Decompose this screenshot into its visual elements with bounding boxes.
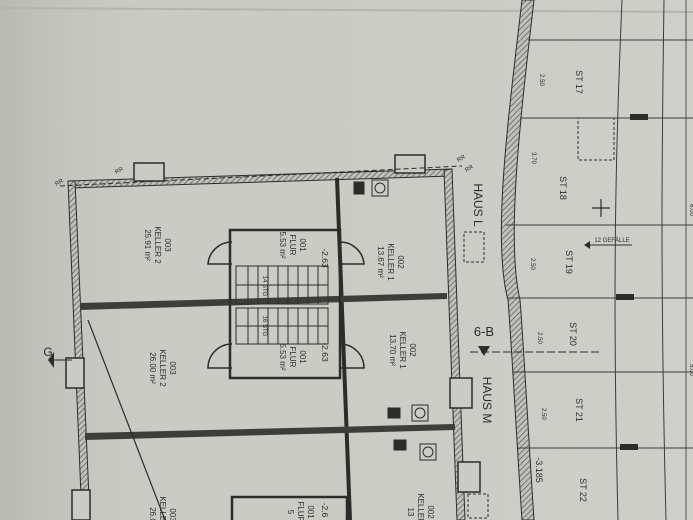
room-number: 003 <box>168 508 177 520</box>
wall-bump-1 <box>133 162 165 182</box>
dashed-box <box>467 493 489 519</box>
ramp-arrow-head <box>584 241 590 249</box>
room-area: 5.53 m² <box>278 343 287 370</box>
door-arc-3 <box>207 343 233 369</box>
dimension: 6.00 <box>688 204 693 216</box>
door-arc-2 <box>339 241 365 265</box>
property-line <box>59 165 463 187</box>
room-number: 001 <box>306 505 315 519</box>
room-area: 25.91 m² <box>143 229 152 261</box>
parking-area <box>463 0 693 520</box>
stall-width: 2.50 <box>536 332 542 344</box>
parking-label: ST 21 <box>574 398 584 422</box>
room-name: KELLER 2 <box>158 496 167 520</box>
room-area: 26.00 m² <box>148 352 157 384</box>
corner-mark: RR <box>464 164 475 174</box>
room-area: 26.0 <box>148 507 157 520</box>
room-number: 003 <box>168 361 177 375</box>
parking-label: ST 19 <box>564 250 574 274</box>
room-name: KELLER 2 <box>153 226 162 264</box>
parking-label: ST 20 <box>568 322 578 346</box>
room-number: 001 <box>298 238 307 252</box>
party-wall-1 <box>80 293 447 310</box>
door-arc-4 <box>339 343 365 369</box>
room-area: 13.70 m² <box>388 334 397 366</box>
room-number: 003 <box>163 238 172 252</box>
parking-label: ST 18 <box>558 176 568 200</box>
wall-bump-4 <box>71 489 91 520</box>
retaining-wall <box>500 0 535 520</box>
section-line <box>87 319 166 520</box>
lane-line-2 <box>661 0 667 520</box>
room-name: KELLER 1 <box>386 243 395 281</box>
corner-mark: RR <box>114 166 125 176</box>
flur-box-2 <box>230 495 349 520</box>
room-name: FLUR <box>288 347 297 368</box>
stall-width: 2.50 <box>529 258 535 270</box>
dashed-box <box>577 117 615 161</box>
corner-mark: RR <box>54 178 65 188</box>
grid-marker: G <box>43 345 52 359</box>
house-label: HAUS M <box>480 377 494 424</box>
room-name: KELLER 2 <box>158 349 167 387</box>
room-name: FLUR <box>296 502 305 520</box>
fixture-1 <box>353 179 389 197</box>
wall-bump-6 <box>457 461 481 493</box>
stairs-2 <box>235 307 329 345</box>
room-area: 13.67 m² <box>376 246 385 278</box>
parking-label: ST 17 <box>574 70 584 94</box>
flur-box-1 <box>228 228 342 380</box>
room-number: 002 <box>408 343 417 357</box>
room-number: 002 <box>396 255 405 269</box>
column-marker <box>616 294 634 300</box>
stairs-1 <box>235 265 329 305</box>
stall-width: 2.50 <box>540 408 546 420</box>
room-name: FLUR <box>288 235 297 256</box>
level-marker: -2.63 <box>320 342 330 362</box>
wall-left <box>67 180 91 520</box>
dimension: -3.185 <box>534 457 544 483</box>
room-area: 5 <box>286 510 295 515</box>
party-wall-2 <box>85 424 455 440</box>
dimension: 5.00 <box>688 364 693 376</box>
grid-marker-arrow <box>48 352 54 368</box>
section-cut-arrow <box>478 346 490 356</box>
room-number: 002 <box>426 505 435 519</box>
room-name: KELLER 1 <box>398 331 407 369</box>
parking-label: ST 22 <box>578 478 588 502</box>
wall-bump-2 <box>394 154 426 174</box>
house-label: HAUS L <box>471 183 485 227</box>
stall-width: 3.70 <box>530 152 536 164</box>
column-marker <box>630 114 648 120</box>
paper-fold <box>0 7 693 13</box>
room-area: 13 <box>406 508 415 517</box>
room-name: KELLER 1 <box>416 493 425 520</box>
corner-mark: RR <box>456 154 467 164</box>
fixture-2 <box>387 404 437 461</box>
column-marker <box>620 444 638 450</box>
stair-label: 16 STG <box>261 316 267 337</box>
room-number: 001 <box>298 350 307 364</box>
wall-bump-3 <box>65 357 85 389</box>
building <box>48 154 481 520</box>
ramp-label: 12 GEFÄLLE <box>594 237 629 244</box>
section-marker: 6-B <box>474 324 494 339</box>
wall-bump-5 <box>449 377 473 409</box>
level-marker: -2.6 <box>320 503 330 518</box>
level-marker: -2.63 <box>320 248 330 268</box>
door-arc-1 <box>207 241 233 265</box>
stall-width: 2.50 <box>538 74 544 86</box>
dashed-box <box>463 231 485 263</box>
room-area: 5.53 m² <box>278 231 287 258</box>
stair-label: 14 STG <box>261 276 267 297</box>
lane-line <box>614 0 623 520</box>
